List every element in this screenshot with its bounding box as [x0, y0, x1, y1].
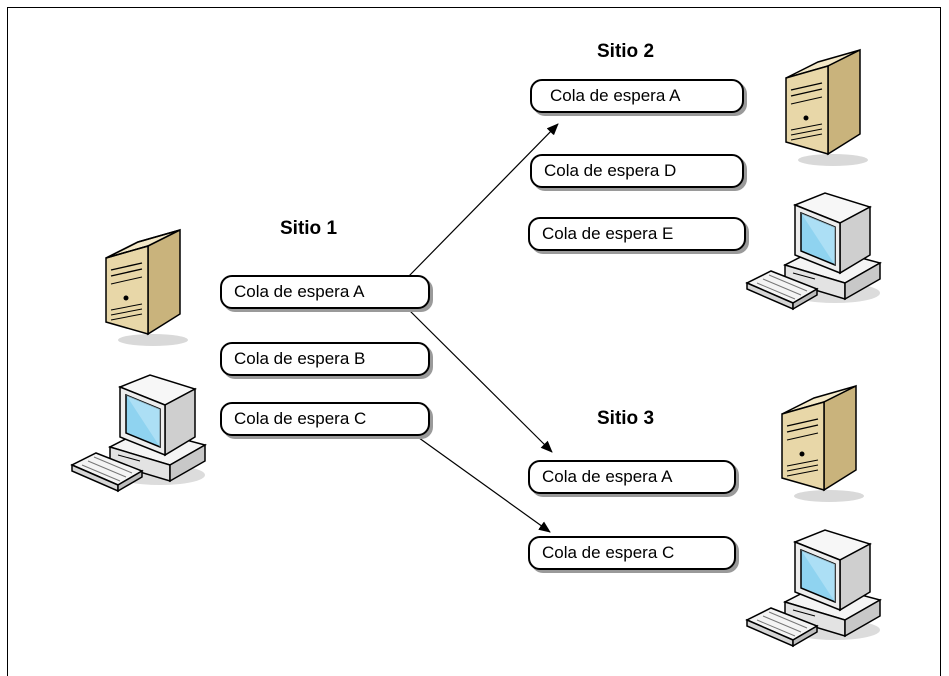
arrow-site1A-to-site2A [407, 123, 559, 278]
site-2-title: Sitio 2 [597, 41, 655, 62]
site-3-title: Sitio 3 [597, 408, 655, 429]
server-icon [781, 384, 864, 502]
site-2-queue-a: Cola de espera A [530, 79, 744, 113]
server-icon [105, 228, 188, 346]
site-1-title: Sitio 1 [280, 218, 338, 239]
site-2-queue-e: Cola de espera E [528, 217, 746, 251]
site-2-queue-d: Cola de espera D [530, 154, 744, 188]
site-1-queue-b: Cola de espera B [220, 342, 430, 376]
desktop-computer-icon [745, 192, 882, 311]
arrow-site1C-to-site3C [407, 429, 551, 533]
site-1-queue-a: Cola de espera A [220, 275, 430, 309]
desktop-computer-icon [70, 374, 207, 493]
site-3-queue-c: Cola de espera C [528, 536, 736, 570]
site-3-queue-a: Cola de espera A [528, 460, 736, 494]
arrow-site1A-to-site3A [407, 308, 553, 453]
desktop-computer-icon [745, 529, 882, 648]
diagram-frame [7, 7, 941, 676]
server-icon [785, 48, 868, 166]
site-1-queue-c: Cola de espera C [220, 402, 430, 436]
